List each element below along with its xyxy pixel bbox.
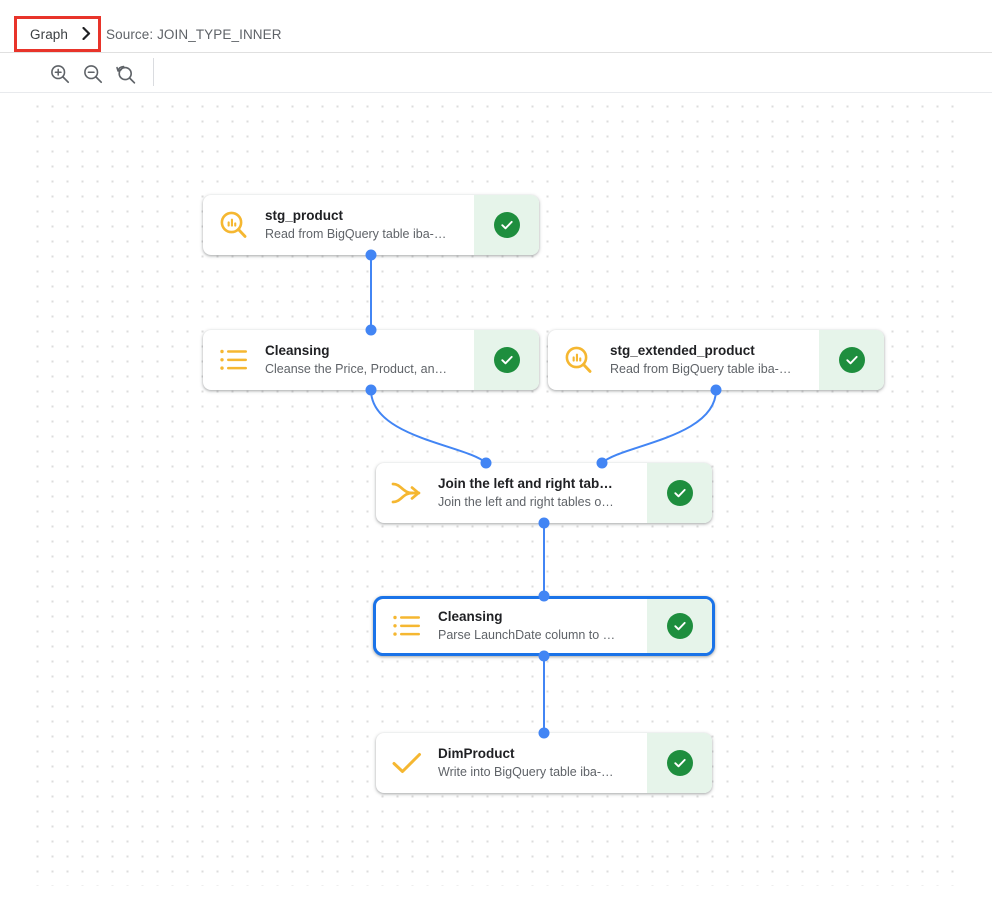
node-title: DimProduct [438, 746, 515, 761]
node-title: Cleansing [265, 343, 330, 358]
port-cleansing-2-out[interactable] [538, 650, 550, 662]
node-title: Join the left and right tab… [438, 476, 613, 491]
port-cleansing-1-in[interactable] [365, 324, 377, 336]
bigquery-source-icon [203, 195, 265, 255]
check-circle-icon [666, 750, 693, 776]
node-subtitle: Read from BigQuery table iba-… [265, 227, 447, 241]
node-subtitle: Join the left and right tables o… [438, 495, 614, 509]
check-circle-icon [493, 347, 520, 373]
port-stg-product-out[interactable] [365, 249, 377, 261]
check-circle-icon [666, 613, 693, 639]
check-circle-icon [493, 212, 520, 238]
node-body: Join the left and right tab… Join the lef… [438, 463, 647, 523]
graph-node-join_node[interactable]: Join the left and right tab… Join the lef… [376, 463, 712, 523]
node-subtitle: Write into BigQuery table iba-… [438, 765, 614, 779]
edge-stg-extended-to-join [601, 389, 717, 464]
port-stg-extended-out[interactable] [710, 384, 722, 396]
zoom-out-icon[interactable] [81, 62, 105, 86]
node-title: stg_extended_product [610, 343, 755, 358]
breadcrumb-source-label: Source: JOIN_TYPE_INNER [106, 26, 282, 42]
zoom-toolbar [0, 54, 992, 93]
breadcrumb[interactable]: Graph [14, 16, 95, 52]
check-mark-icon [376, 733, 438, 793]
node-title: Cleansing [438, 609, 503, 624]
check-circle-icon [666, 480, 693, 506]
node-status-panel [647, 599, 712, 653]
port-cleansing-2-in[interactable] [538, 590, 550, 602]
join-arrow-icon [376, 463, 438, 523]
zoom-reset-icon[interactable] [114, 62, 138, 86]
check-circle-icon [838, 347, 865, 373]
port-join-out[interactable] [538, 517, 550, 529]
node-subtitle: Parse LaunchDate column to … [438, 628, 616, 642]
list-icon [376, 599, 438, 653]
node-status-panel [647, 733, 712, 793]
list-icon [203, 330, 265, 390]
node-subtitle: Read from BigQuery table iba-… [610, 362, 792, 376]
port-join-in-right[interactable] [596, 457, 608, 469]
chevron-right-icon [82, 26, 91, 42]
bigquery-source-icon [548, 330, 610, 390]
node-subtitle: Cleanse the Price, Product, an… [265, 362, 448, 376]
node-status-panel [474, 330, 539, 390]
node-status-panel [819, 330, 884, 390]
node-status-panel [647, 463, 712, 523]
breadcrumb-bar: Graph Source: JOIN_TYPE_INNER [0, 0, 992, 53]
port-cleansing-1-out[interactable] [365, 384, 377, 396]
toolbar-divider [153, 58, 154, 86]
node-status-panel [474, 195, 539, 255]
port-dimproduct-in[interactable] [538, 727, 550, 739]
zoom-in-icon[interactable] [48, 62, 72, 86]
edge-cleansing-1-to-join [370, 389, 487, 464]
node-title: stg_product [265, 208, 344, 223]
breadcrumb-item-graph[interactable]: Graph [30, 26, 69, 42]
port-join-in-left[interactable] [480, 457, 492, 469]
